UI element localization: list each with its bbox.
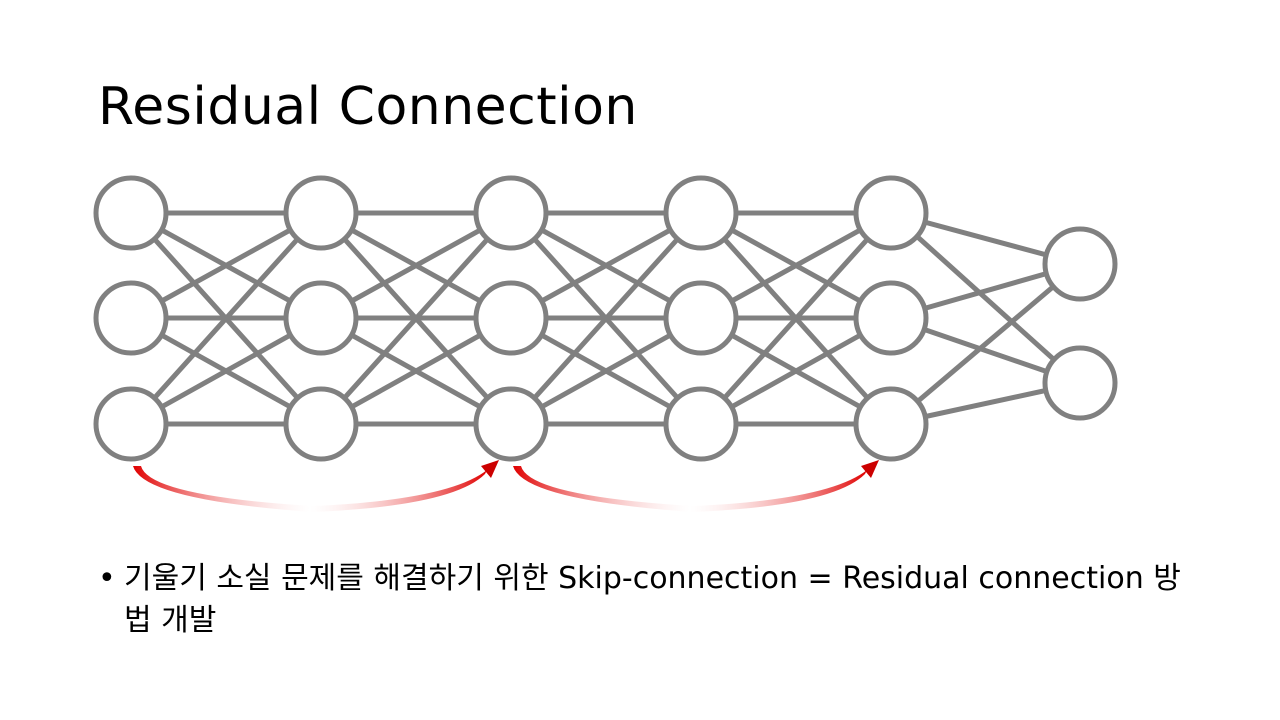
skip-arrow-head-1	[861, 460, 879, 478]
neuron-layer0-node2	[93, 386, 169, 462]
neuron-layer1-node2	[283, 386, 359, 462]
nodes-group	[93, 175, 1118, 462]
edges-group	[129, 210, 1082, 427]
slide-title: Residual Connection	[98, 77, 638, 137]
neuron-layer2-node2	[473, 386, 549, 462]
neuron-layer4-node0	[853, 175, 929, 251]
skip-arrow-band-1	[513, 466, 867, 512]
neuron-layer5-node1	[1042, 345, 1118, 421]
skip-connection-0	[133, 460, 499, 512]
neuron-layer5-node0	[1042, 226, 1118, 302]
skip-connections-group	[133, 460, 879, 512]
neuron-layer1-node0	[283, 175, 359, 251]
edge-l3-n2-to-n0	[699, 211, 893, 426]
skip-arrow-band-0	[133, 466, 487, 512]
neuron-layer0-node0	[93, 175, 169, 251]
neuron-layer1-node1	[283, 280, 359, 356]
edge-l4-n2-to-n0	[889, 262, 1082, 426]
edge-l1-n2-to-n0	[319, 211, 513, 426]
bullet-text: 기울기 소실 문제를 해결하기 위한 Skip-connection = Res…	[124, 561, 1181, 638]
neural-network-diagram	[93, 175, 1118, 512]
edge-l2-n2-to-n0	[509, 211, 703, 426]
neuron-layer2-node0	[473, 175, 549, 251]
skip-connection-1	[513, 460, 879, 512]
edge-l4-n0-to-n1	[889, 211, 1082, 385]
neuron-layer3-node2	[663, 386, 739, 462]
edge-l0-n2-to-n0	[129, 211, 323, 426]
bullet-marker: •	[98, 561, 116, 596]
neuron-layer4-node2	[853, 386, 929, 462]
neuron-layer4-node1	[853, 280, 929, 356]
neuron-layer3-node0	[663, 175, 739, 251]
neuron-layer2-node1	[473, 280, 549, 356]
neuron-layer0-node1	[93, 280, 169, 356]
bullet-list: • 기울기 소실 문제를 해결하기 위한 Skip-connection = R…	[98, 558, 1208, 642]
skip-arrow-head-0	[481, 460, 499, 478]
neuron-layer3-node1	[663, 280, 739, 356]
bullet-item: • 기울기 소실 문제를 해결하기 위한 Skip-connection = R…	[98, 558, 1208, 642]
